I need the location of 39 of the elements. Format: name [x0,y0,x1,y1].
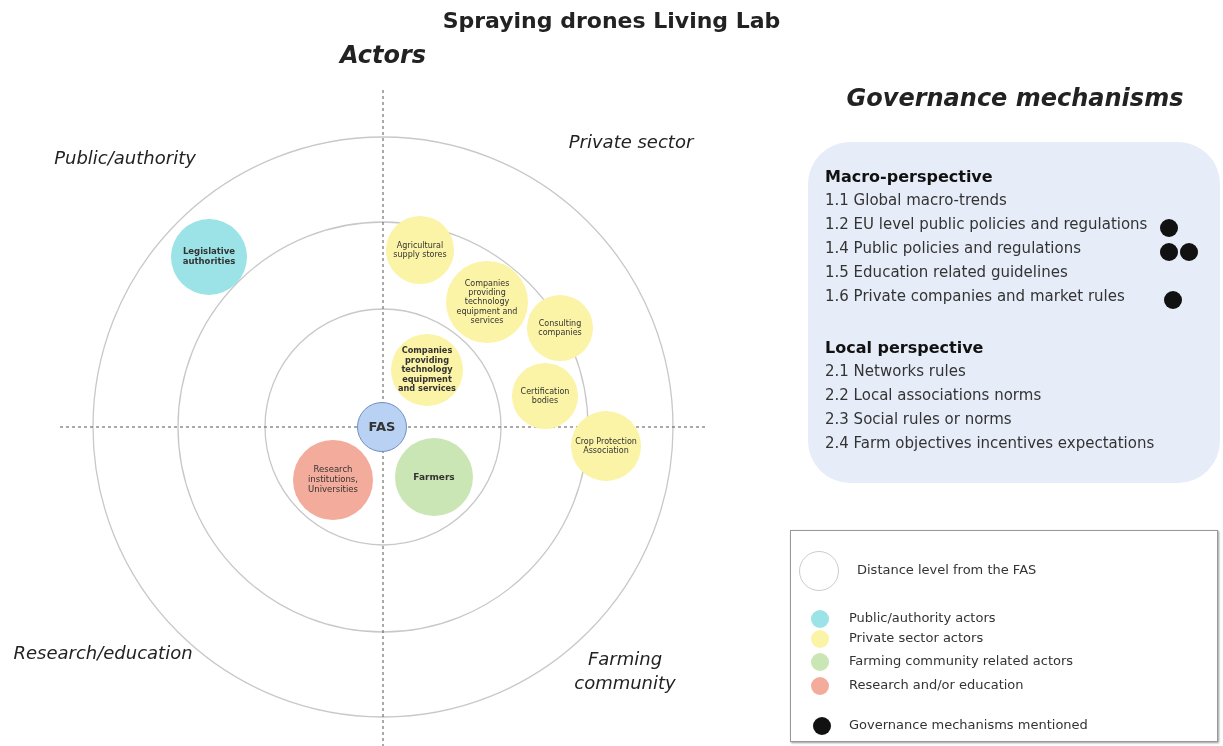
actor-circle: Research institutions, Universities [293,440,373,520]
mechanism-item: 2.3 Social rules or norms [825,410,1012,428]
quadrant-label: Private sector [568,131,694,153]
mention-dot [1160,219,1178,237]
legend-text: Farming community related actors [849,653,1074,668]
section-title: Governance mechanisms [846,84,1184,113]
actor-circle: Farmers [395,438,473,516]
quadrant-label: Farming community [573,647,677,695]
section-title: Actors [339,41,427,70]
actor-circle: Certification bodies [512,363,578,429]
mechanism-item: 2.2 Local associations norms [825,386,1042,404]
legend-text: Public/authority actors [849,610,996,625]
quadrant-label: Research/education [13,642,193,664]
center-circle: FAS [357,402,407,452]
mention-dot [1180,243,1198,261]
diagram-title: Spraying drones Living Lab [441,8,782,33]
legend-text: Private sector actors [849,630,984,645]
actor-circle: Legislative authorities [171,219,247,295]
legend-text: Governance mechanisms mentioned [849,717,1088,732]
mechanism-item: 1.2 EU level public policies and regulations [825,215,1148,233]
quadrant-label: Public/authority [54,147,196,169]
governance-panel [808,142,1220,483]
legend-text: Distance level from the FAS [857,562,1037,577]
section-heading: Macro-perspective [825,167,993,186]
mechanism-item: 1.5 Education related guidelines [825,263,1068,281]
mechanism-item: 1.6 Private companies and market rules [825,287,1125,305]
mechanism-item: 2.1 Networks rules [825,362,966,380]
mention-dot [1164,291,1182,309]
legend-text: Research and/or education [849,677,1024,692]
actor-circle: Companies providing technology equipment and services [391,334,463,406]
mechanism-item: 1.4 Public policies and regulations [825,239,1082,257]
actor-circle: Crop Protection Association [571,411,641,481]
mechanism-item: 2.4 Farm objectives incentives expectations [825,434,1155,452]
section-heading: Local perspective [825,338,984,357]
actor-circle: Consulting companies [527,295,593,361]
mention-dot [1160,243,1178,261]
mechanism-item: 1.1 Global macro-trends [825,191,1007,209]
actor-circle: Agricultural supply stores [386,216,454,284]
actor-circle: Companies providing technology equipment and services [446,261,528,343]
